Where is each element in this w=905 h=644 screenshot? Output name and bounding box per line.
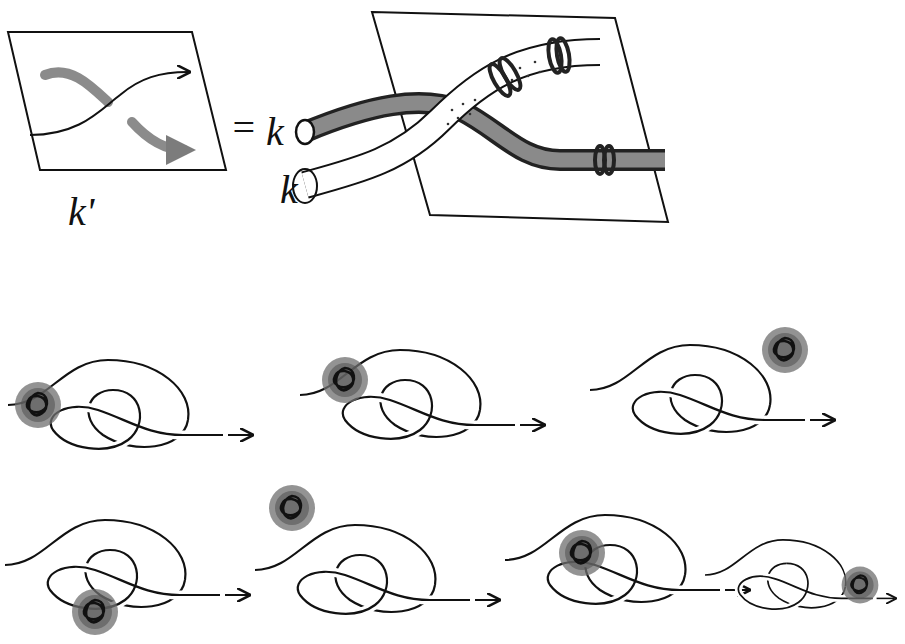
plane-panel xyxy=(8,32,226,170)
knot-name: k' xyxy=(68,192,94,232)
knot-name: k xyxy=(280,170,298,210)
tube-panel xyxy=(293,12,668,222)
knot-name: k xyxy=(266,112,284,152)
knot-sequence xyxy=(5,327,895,635)
equals-sign: = xyxy=(230,108,257,148)
